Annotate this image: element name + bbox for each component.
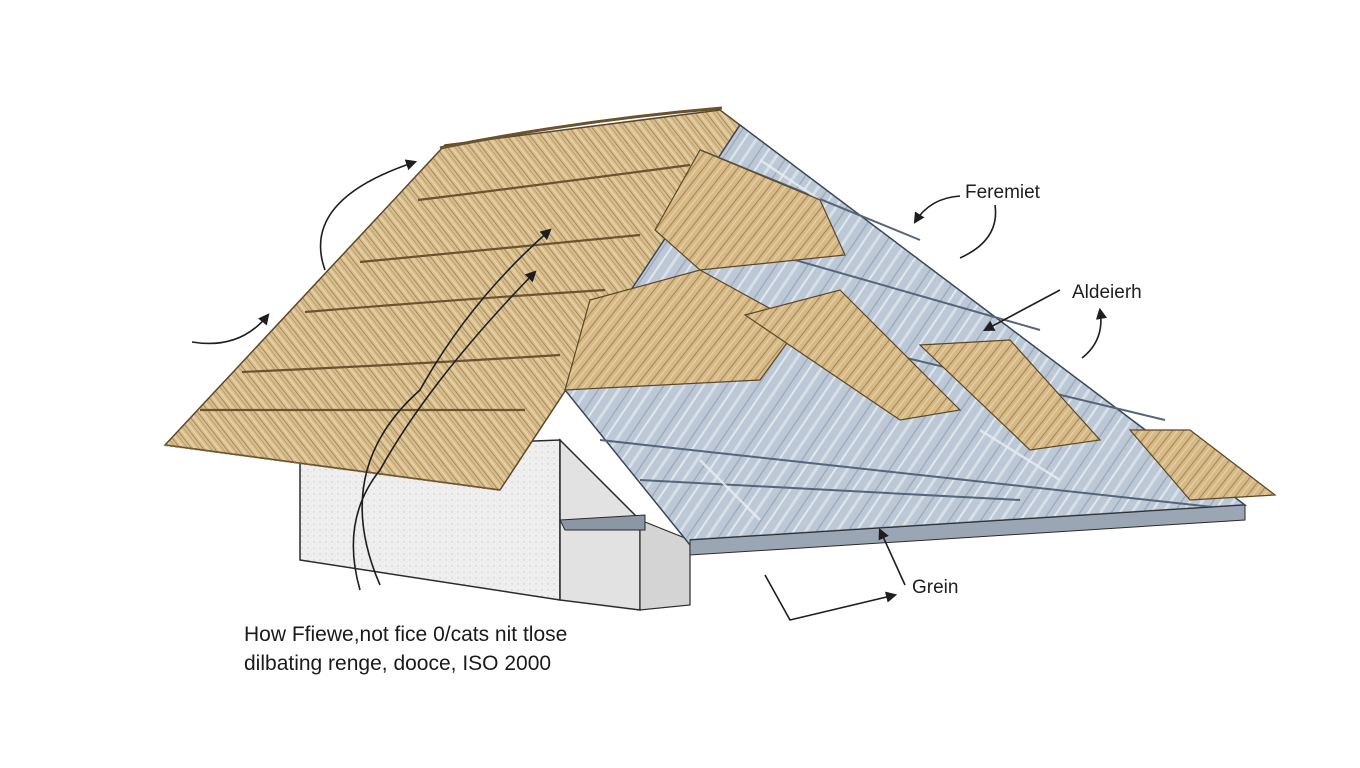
thatch-roof-left <box>163 106 742 491</box>
label-aldeierh: Aldeierh <box>1072 282 1142 303</box>
arrow-center-2 <box>352 270 537 591</box>
arrow-bottom <box>764 574 898 621</box>
thatch-strips-right <box>564 149 1277 501</box>
arrow-top-left <box>319 159 418 271</box>
arrow-grein <box>878 527 906 586</box>
caption-line-2: dilbating renge, dooce, ISO 2000 <box>244 652 552 675</box>
eave-board <box>559 504 1246 556</box>
arrow-feremiet <box>913 195 961 224</box>
arrow-feremiet-tail <box>959 204 997 259</box>
label-grein: Grein <box>912 577 959 598</box>
label-feremiet: Feremiet <box>965 182 1040 203</box>
annotation-arrows <box>191 159 1107 621</box>
arrow-center-1 <box>361 228 552 586</box>
arrow-aldeierh-up <box>1081 307 1107 359</box>
diagram-caption: How Ffiewe,not fice 0/cats nit tlose dil… <box>244 620 567 678</box>
caption-line-1: How Ffiewe,not fice 0/cats nit tlose <box>244 623 568 646</box>
arrow-left <box>191 313 270 345</box>
arrow-aldeierh <box>983 289 1061 332</box>
